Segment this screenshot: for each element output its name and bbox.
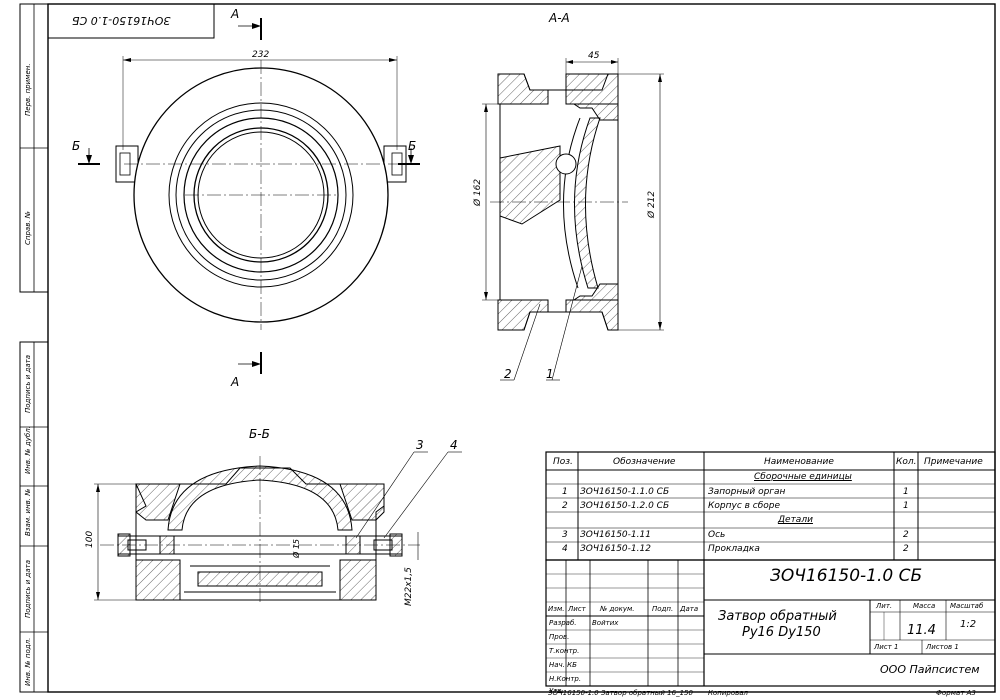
spec-row1-qty: 1: [903, 487, 909, 497]
callout-3: 3: [416, 438, 424, 452]
strip-label-4: Инв. № дубл.: [24, 426, 32, 474]
cut-a-top: А: [231, 7, 240, 21]
role-tech-control: Т.контр.: [549, 647, 580, 655]
dim-15: Ø 15: [292, 538, 301, 558]
spec-row4-qty: 2: [903, 544, 909, 554]
spec-row1-name: Запорный орган: [708, 487, 786, 497]
spec-row2-pos: 2: [562, 501, 568, 511]
spec-row4-name: Прокладка: [708, 544, 760, 554]
strip-label-7: Инв. № подл.: [24, 637, 32, 686]
spec-row2-qty: 1: [903, 501, 909, 511]
title-sheets: Листов 1: [926, 643, 959, 651]
spec-header-qty: Кол.: [896, 457, 917, 467]
spec-header-pos: Поз.: [553, 457, 573, 467]
strip-label-3: Подпись и дата: [24, 355, 32, 413]
section-aa-title: А-А: [549, 11, 570, 25]
cut-a-bottom: А: [231, 375, 240, 389]
dim-100: 100: [85, 530, 95, 548]
spec-row1-code: ЗОЧ16150-1.1.0 СБ: [580, 487, 670, 497]
strip-label-1: Перв. примен.: [24, 63, 32, 116]
strip-label-5: Взам. инв. №: [24, 488, 32, 536]
strip-label-6: Подпись и дата: [24, 560, 32, 618]
callout-2: 2: [504, 367, 512, 381]
top-view: [78, 18, 420, 374]
section-b-b: [94, 451, 462, 604]
spec-row2-name: Корпус в сборе: [708, 501, 781, 511]
section-bb-title: Б-Б: [249, 427, 270, 441]
role-approved: Утв.: [549, 687, 564, 695]
title-code: ЗОЧ16150-1.0 СБ: [770, 566, 923, 586]
title-head-list: Лист: [568, 605, 586, 613]
spec-row3-name: Ось: [708, 530, 726, 540]
title-organization: ООО Пайпсистем: [880, 663, 980, 676]
callout-4: 4: [450, 438, 458, 452]
footer-format: Формат А3: [936, 689, 976, 697]
title-head-sign: Подп.: [652, 605, 674, 613]
callout-1: 1: [546, 367, 554, 381]
title-scale-value: 1:2: [960, 619, 977, 630]
spec-header-note: Примечание: [924, 457, 983, 467]
dim-232: 232: [252, 50, 270, 60]
spec-row3-pos: 3: [562, 530, 568, 540]
title-sheet: Лист 1: [874, 643, 899, 651]
spec-row1-pos: 1: [562, 487, 568, 497]
dim-m22: M22x1,5: [404, 567, 414, 606]
spec-section-details: Детали: [778, 515, 813, 525]
dim-45: 45: [588, 51, 600, 61]
spec-header-name: Наименование: [764, 457, 834, 467]
spec-row4-pos: 4: [562, 544, 568, 554]
dim-162: Ø 162: [473, 178, 483, 206]
role-developer: Разраб.: [549, 619, 577, 627]
section-a-a: [482, 58, 664, 381]
spec-row3-qty: 2: [903, 530, 909, 540]
spec-section-assemblies: Сборочные единицы: [754, 472, 852, 482]
role-head-kb: Нач. КБ: [549, 661, 577, 669]
rotated-drawing-code: ЗОЧ16150-1.0 СБ: [72, 14, 171, 27]
title-name-line2: Ру16 Dу150: [742, 625, 821, 640]
title-scale-label: Масштаб: [950, 602, 984, 610]
spec-header-code: Обозначение: [613, 457, 676, 467]
spec-table-grid: [545, 451, 996, 561]
title-name-line1: Затвор обратный: [718, 609, 837, 624]
role-norm-control: Н.Контр.: [549, 675, 582, 683]
title-head-doc: № докум.: [600, 605, 635, 613]
cut-b-left: Б: [72, 139, 81, 153]
title-head-izm: Изм.: [548, 605, 565, 613]
strip-label-2: Справ. №: [24, 210, 32, 245]
cut-b-right: Б: [408, 139, 417, 153]
title-lit-label: Лит.: [876, 602, 893, 610]
footer-file: ЗОЧ16150-1.0 Затвор обратный 16_150: [548, 689, 693, 697]
spec-row2-code: ЗОЧ16150-1.2.0 СБ: [580, 501, 670, 511]
footer-copied: Копировал: [708, 689, 748, 697]
dim-212: Ø 212: [647, 190, 657, 218]
title-block-grid: [545, 559, 996, 687]
developer-name: Войтих: [592, 619, 619, 627]
role-checker: Пров.: [549, 633, 570, 641]
spec-row4-code: ЗОЧ16150-1.12: [580, 544, 651, 554]
title-mass-value: 11.4: [907, 623, 936, 638]
spec-row3-code: ЗОЧ16150-1.11: [580, 530, 651, 540]
title-mass-label: Масса: [913, 602, 936, 610]
title-head-date: Дата: [680, 605, 699, 613]
